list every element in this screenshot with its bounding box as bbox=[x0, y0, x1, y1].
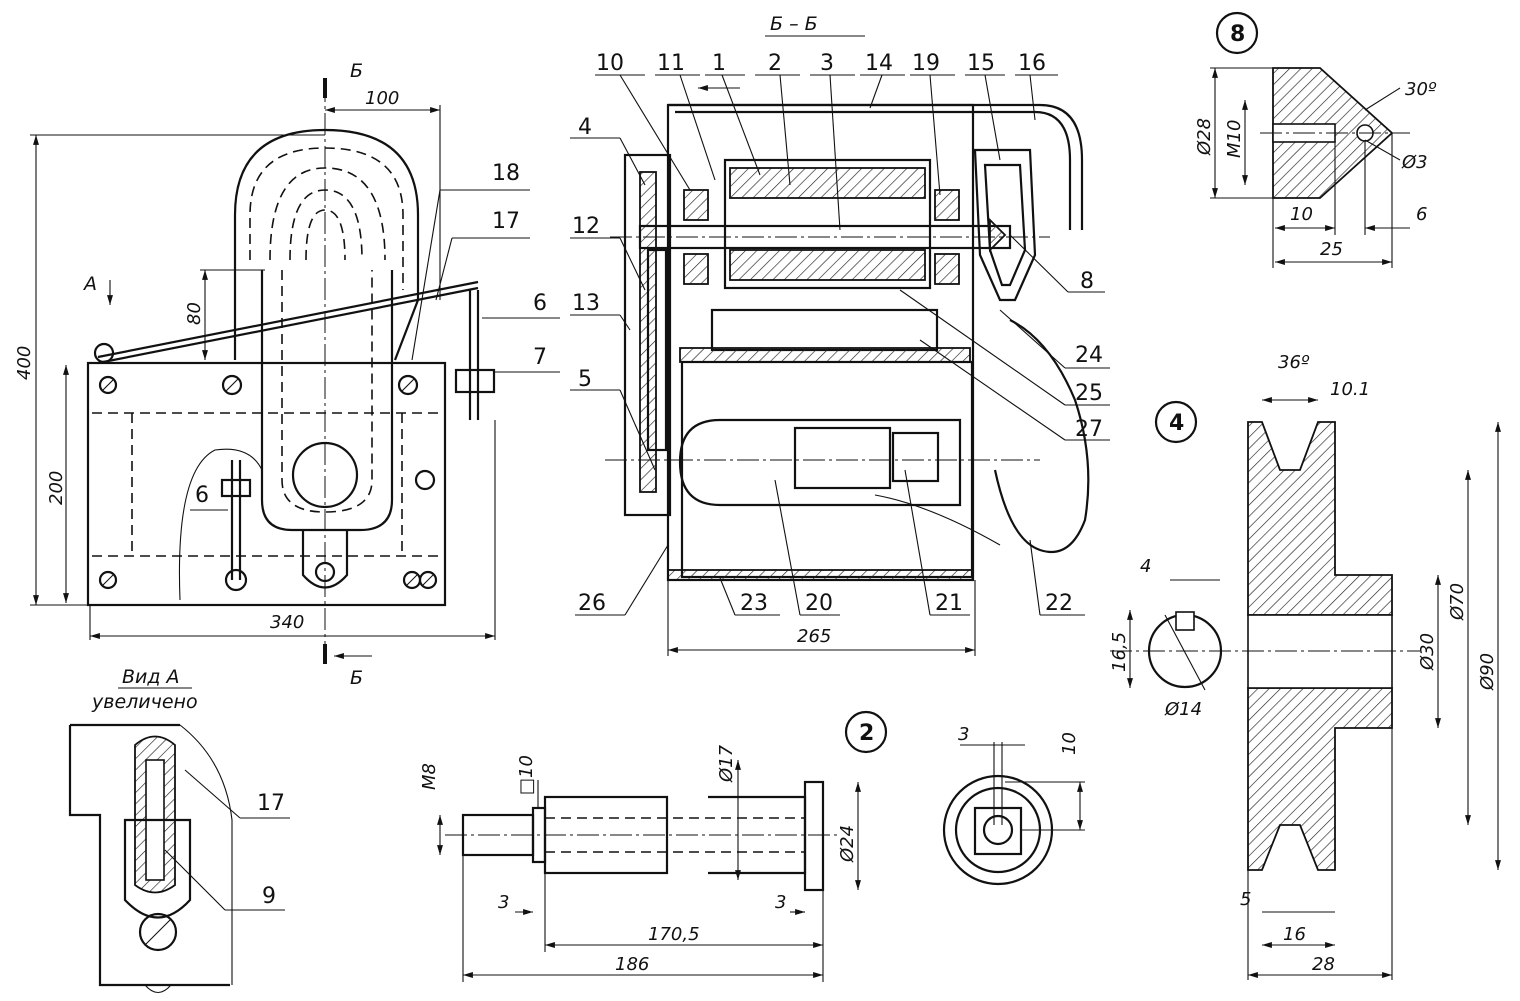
label-19: 19 bbox=[912, 51, 940, 76]
label-11: 11 bbox=[657, 51, 685, 76]
label-14: 14 bbox=[865, 51, 893, 76]
dim-6-detail8: 6 bbox=[1416, 204, 1427, 225]
label-2: 2 bbox=[768, 51, 782, 76]
dim-d17: Ø17 bbox=[716, 744, 737, 783]
label-8: 8 bbox=[1080, 269, 1094, 294]
dim-3-right: 3 bbox=[775, 892, 786, 913]
dim-d24: Ø24 bbox=[837, 825, 858, 863]
label-13: 13 bbox=[572, 291, 600, 316]
dim-265: 265 bbox=[797, 626, 831, 647]
label-18: 18 bbox=[492, 161, 520, 186]
section-title: Б – Б bbox=[770, 13, 818, 35]
section-mark-top: Б bbox=[350, 60, 363, 82]
label-16: 16 bbox=[1018, 51, 1046, 76]
dim-340: 340 bbox=[270, 612, 304, 633]
label-20: 20 bbox=[805, 591, 833, 616]
dim-16-5: 16,5 bbox=[1109, 632, 1130, 672]
label-27: 27 bbox=[1075, 417, 1103, 442]
dim-angle-30: 30º bbox=[1405, 79, 1437, 100]
dim-25-detail8: 25 bbox=[1320, 239, 1343, 260]
dim-d70: Ø70 bbox=[1447, 583, 1468, 621]
view-a: Вид А увеличено 17 9 bbox=[68, 666, 290, 994]
label-17: 17 bbox=[492, 209, 520, 234]
dim-3-left: 3 bbox=[498, 892, 509, 913]
bag bbox=[993, 319, 1090, 554]
roller-bottom bbox=[729, 249, 926, 281]
label-26: 26 bbox=[578, 591, 606, 616]
belt-body bbox=[260, 270, 394, 532]
dim-d28: Ø28 bbox=[1194, 118, 1215, 156]
dim-m10: M10 bbox=[1224, 120, 1245, 158]
label-4: 4 bbox=[578, 115, 592, 140]
dim-5-pulley: 5 bbox=[1240, 889, 1251, 910]
dim-d14: Ø14 bbox=[1164, 699, 1202, 720]
lever bbox=[97, 280, 479, 359]
dim-170-5: 170,5 bbox=[648, 924, 700, 945]
main-view: Б Б А 100 400 80 200 340 18 17 6 7 6 bbox=[14, 60, 740, 689]
motor-housing bbox=[680, 360, 974, 579]
screw-icon bbox=[98, 374, 438, 590]
detail-number-8: 8 bbox=[1230, 22, 1245, 47]
housing-box bbox=[86, 361, 447, 607]
dim-200: 200 bbox=[46, 471, 67, 505]
roller-top bbox=[729, 167, 926, 199]
dim-80: 80 bbox=[184, 302, 205, 325]
detail-2: 2 M8 □10 Ø17 Ø24 3 3 170,5 186 3 bbox=[419, 710, 1085, 982]
label-1: 1 bbox=[712, 51, 726, 76]
label-21: 21 bbox=[935, 591, 963, 616]
dim-d3: Ø3 bbox=[1401, 152, 1428, 173]
label-25: 25 bbox=[1075, 381, 1103, 406]
detail-number-2: 2 bbox=[859, 721, 874, 746]
dim-10-1: 10.1 bbox=[1330, 379, 1370, 400]
label-7: 7 bbox=[533, 345, 547, 370]
dim-d90: Ø90 bbox=[1477, 653, 1498, 691]
label-12: 12 bbox=[572, 214, 600, 239]
detail-8: 8 Ø28 M10 30º Ø3 10 6 25 bbox=[1194, 11, 1437, 268]
label-6-left: 6 bbox=[195, 483, 209, 508]
view-a-label-9: 9 bbox=[262, 884, 276, 909]
dim-sq10: □10 bbox=[516, 755, 537, 795]
label-5: 5 bbox=[578, 367, 592, 392]
dim-m8: M8 bbox=[419, 763, 440, 790]
label-24: 24 bbox=[1075, 343, 1103, 368]
detail-4: 4 36º 10.1 4 16,5 Ø14 Ø30 Ø70 Ø90 5 16 2… bbox=[1109, 352, 1501, 980]
label-15: 15 bbox=[967, 51, 995, 76]
view-a-subtitle: увеличено bbox=[91, 691, 198, 713]
dim-28-pulley: 28 bbox=[1312, 954, 1335, 975]
dim-400: 400 bbox=[14, 346, 35, 380]
dim-angle-36: 36º bbox=[1278, 352, 1310, 373]
dim-3-end: 3 bbox=[958, 724, 969, 745]
label-6-right: 6 bbox=[533, 291, 547, 316]
section-view: Б – Б bbox=[570, 13, 1110, 656]
label-10: 10 bbox=[596, 51, 624, 76]
dim-d30: Ø30 bbox=[1417, 633, 1438, 671]
dim-4-key: 4 bbox=[1140, 556, 1151, 577]
dim-16-pulley: 16 bbox=[1283, 924, 1306, 945]
detail-number-4: 4 bbox=[1169, 411, 1184, 436]
section-mark-bottom: Б bbox=[350, 667, 363, 689]
label-22: 22 bbox=[1045, 591, 1073, 616]
view-a-title: Вид А bbox=[122, 666, 180, 688]
dim-10-detail8: 10 bbox=[1290, 204, 1313, 225]
dim-186: 186 bbox=[615, 954, 649, 975]
view-a-label-17: 17 bbox=[257, 791, 285, 816]
dim-10-end: 10 bbox=[1059, 732, 1080, 755]
dim-100: 100 bbox=[365, 88, 399, 109]
label-3: 3 bbox=[820, 51, 834, 76]
label-23: 23 bbox=[740, 591, 768, 616]
view-a-arrow-label: А bbox=[82, 273, 97, 295]
